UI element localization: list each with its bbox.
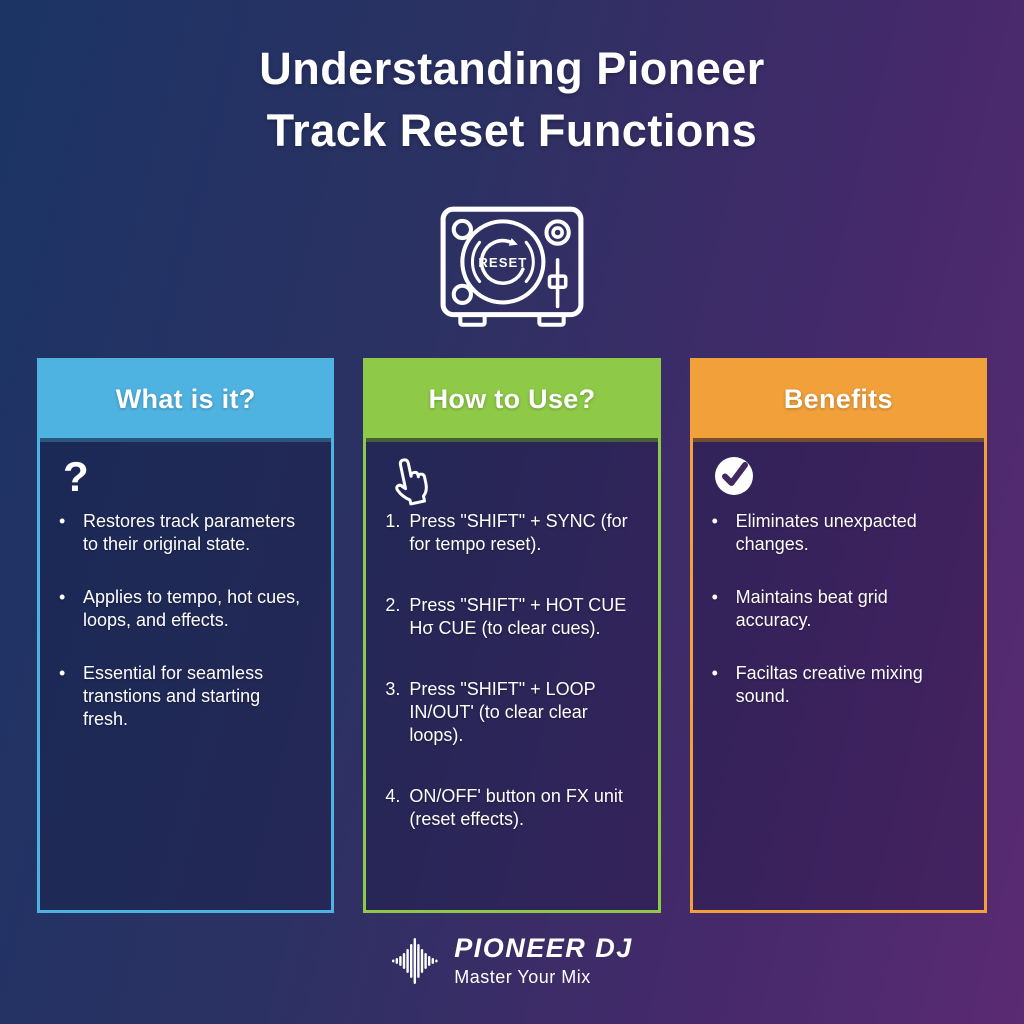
list-item: • Restores track parameters to their ori…	[59, 511, 296, 555]
waveform-icon	[392, 937, 438, 984]
brand-tagline: Master Your Mix	[454, 967, 591, 987]
list-item: • Applies to tempo, hot cues, loops, and…	[59, 586, 301, 631]
card-what-is-it-header: What is it?	[40, 361, 332, 442]
list-item: 1. Press "SHIFT" + SYNC (for for tempo r…	[385, 511, 628, 555]
card-what-is-it-body: ? • Restores track parameters to their o…	[40, 442, 332, 910]
card-title: What is it?	[115, 384, 256, 414]
card-benefits-header: Benefits	[692, 361, 984, 442]
card-what-is-it: What is it? ? • Restores track parameter…	[37, 358, 335, 913]
list-item: • Essential for seamless transtions and …	[59, 662, 264, 730]
list-item: • Maintains beat grid accuracy.	[711, 586, 888, 631]
page-title: Understanding Pioneer Track Reset Functi…	[259, 43, 765, 157]
reset-label: RESET	[478, 255, 527, 270]
reset-arrowhead	[508, 238, 518, 246]
brand-name: PIONEER DJ	[454, 933, 633, 963]
list-item: 4. ON/OFF' button on FX unit (reset effe…	[385, 785, 623, 830]
card-how-to-use-body: 1. Press "SHIFT" + SYNC (for for tempo r…	[366, 442, 658, 910]
list-item: • Faciltas creative mixing sound.	[711, 662, 923, 706]
card-title: How to Use?	[428, 384, 596, 414]
card-benefits-body: • Eliminates unexpacted changes. • Maint…	[692, 442, 984, 910]
footer-brand-lockup: PIONEER DJ Master Your Mix	[0, 933, 1024, 988]
question-mark-icon: ?	[63, 453, 89, 500]
card-how-to-use: How to Use? 1. Press "SHIFT" + SYNC (for…	[363, 358, 661, 913]
card-title: Benefits	[783, 384, 893, 414]
list-item: 2. Press "SHIFT" + HOT CUE Hσ CUE (to cl…	[385, 594, 627, 639]
cards-row: What is it? ? • Restores track parameter…	[37, 358, 987, 913]
check-circle-icon	[712, 454, 968, 510]
list-item: • Eliminates unexpacted changes.	[711, 511, 917, 555]
brand-text-block: PIONEER DJ Master Your Mix	[454, 933, 633, 988]
card-benefits: Benefits • Eliminates unexpacted changes…	[689, 358, 987, 913]
card-how-to-use-header: How to Use?	[366, 361, 658, 442]
turntable-icon-svg: RESET	[440, 206, 584, 327]
list-item: 3. Press "SHIFT" + LOOP IN/OUT' (to clea…	[385, 678, 596, 746]
turntable-reset-icon: RESET	[436, 202, 588, 336]
pointing-hand-icon	[385, 454, 641, 510]
